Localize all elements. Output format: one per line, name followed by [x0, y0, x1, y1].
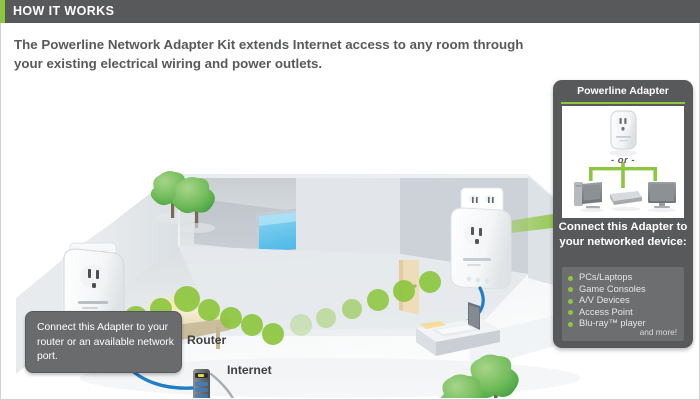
bullet-icon: [568, 298, 573, 304]
device-label: Blu-ray™ player: [579, 318, 646, 329]
panel-tv-icon: [648, 182, 676, 212]
panel-footnote: and more!: [639, 327, 677, 337]
panel-device-list-box: PCs/Laptops Game Consoles A/V Devices Ac…: [562, 267, 684, 341]
panel-cta-text: Connect this Adapter to your networked d…: [558, 221, 688, 248]
internet-label: Internet: [227, 363, 272, 377]
panel-connector-lines: [589, 162, 657, 188]
list-item: Game Consoles: [562, 284, 684, 296]
internet-cable: [209, 372, 235, 398]
laptop-desk-right: [416, 302, 500, 356]
powerline-adapter-panel: Powerline Adapter: [553, 80, 693, 348]
callout-text: Connect this Adapter to your router or a…: [37, 322, 174, 362]
bullet-icon: [568, 287, 573, 293]
wall-outlet-right: [460, 187, 504, 215]
panel-device-list: PCs/Laptops Game Consoles A/V Devices Ac…: [562, 272, 684, 330]
router-label: Router: [187, 333, 227, 347]
list-item: Access Point: [562, 307, 684, 319]
device-label: PCs/Laptops: [579, 272, 633, 282]
tree-foliage: [440, 374, 488, 398]
header-bar: HOW IT WORKS: [0, 0, 700, 23]
panel-title: Powerline Adapter: [577, 85, 669, 97]
tree-group-left: [150, 171, 215, 233]
panel-console-icon: [610, 191, 642, 211]
panel-or-label: - or -: [610, 155, 636, 166]
powerline-adapter-right: [450, 187, 512, 290]
intro-paragraph: The Powerline Network Adapter Kit extend…: [14, 37, 524, 71]
panel-diagram: [574, 110, 676, 212]
header-accent-stripe: [0, 0, 5, 23]
tree-group-right: [440, 354, 519, 398]
device-label: Access Point: [579, 306, 633, 317]
adapter-socket-right: [464, 223, 490, 245]
adapter-socket-left: [80, 265, 108, 289]
desk-device-right: [420, 321, 446, 329]
bullet-icon: [568, 310, 573, 316]
device-label: Game Consoles: [579, 283, 646, 294]
bullet-icon: [568, 275, 573, 281]
router: [193, 369, 210, 398]
panel-divider: [561, 102, 685, 104]
panel-adapter-icon: [609, 110, 637, 156]
tree-foliage: [467, 354, 519, 398]
bullet-icon: [568, 321, 573, 327]
router-callout-box: Connect this Adapter to your router or a…: [25, 311, 182, 373]
panel-artwork: - or -: [562, 106, 684, 218]
list-item: Blu-ray™ player: [562, 318, 684, 330]
tree-foliage: [172, 177, 215, 214]
panel-desktop-icon: [574, 182, 604, 212]
list-item: PCs/Laptops: [562, 272, 684, 284]
router-led: [198, 374, 204, 377]
desk-front-right: [436, 330, 500, 356]
page-title: HOW IT WORKS: [13, 4, 115, 18]
list-item: A/V Devices: [562, 295, 684, 307]
adapter-body-right: [450, 207, 512, 290]
device-label: A/V Devices: [579, 295, 630, 306]
